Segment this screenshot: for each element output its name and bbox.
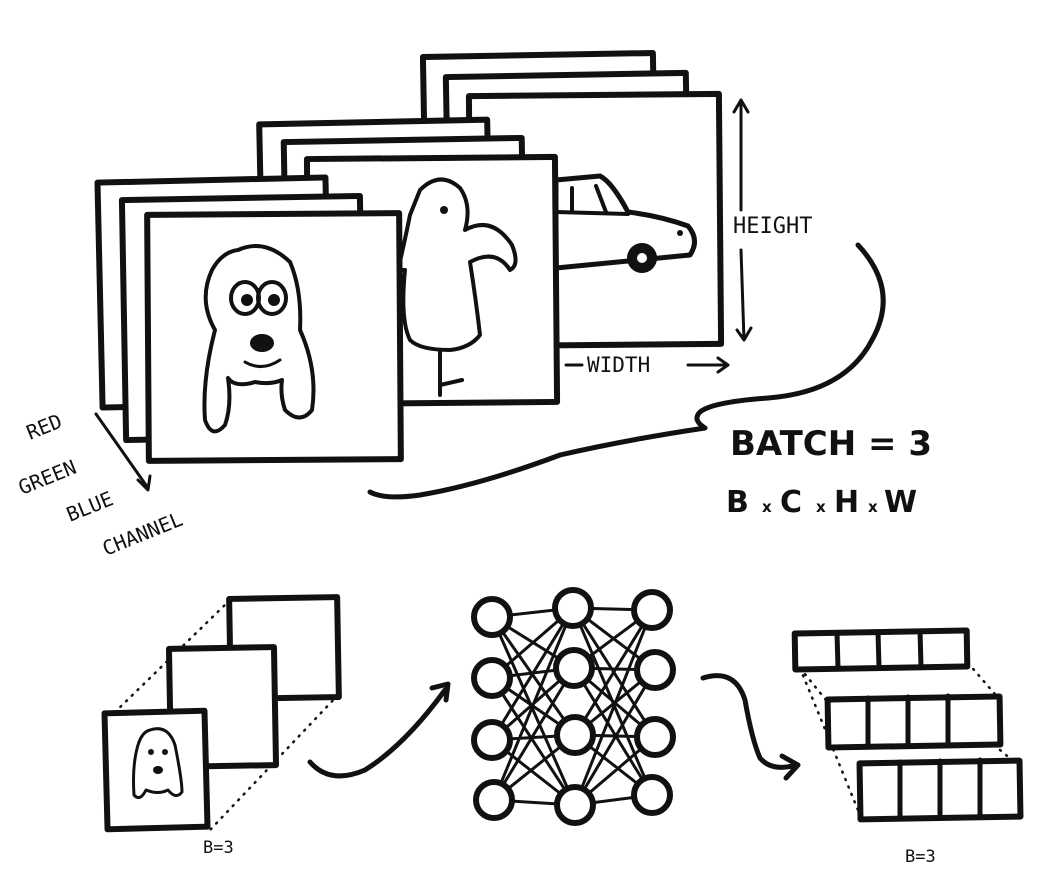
dim-x-1: x (762, 498, 772, 516)
dog-icon (202, 244, 316, 434)
batch-callout-curve (367, 242, 886, 500)
red-label: RED (23, 409, 65, 445)
output-batch: B=3 (791, 627, 1024, 867)
dim-b: B (726, 485, 749, 520)
bird-icon (396, 177, 518, 397)
small-dog-icon (132, 727, 184, 800)
b3-input-label: B=3 (203, 838, 234, 858)
height-dimension: HEIGHT (732, 98, 812, 342)
dim-x-3: x (868, 498, 878, 516)
batch-label: BATCH = 3 (730, 424, 932, 464)
output-vector-2 (824, 693, 1004, 751)
dim-w: W (884, 485, 917, 520)
dim-h: H (834, 485, 859, 520)
width-dimension: WIDTH (564, 353, 730, 377)
arrow-to-network (307, 681, 451, 779)
neural-network-icon (471, 587, 676, 826)
dim-c: C (780, 485, 802, 520)
b3-output-label: B=3 (905, 847, 936, 867)
green-label: GREEN (15, 455, 80, 500)
channel-label: CHANNEL (99, 507, 186, 561)
blue-label: BLUE (63, 486, 117, 526)
output-vector-3 (856, 757, 1024, 823)
channel-arrow (94, 412, 152, 492)
width-label: WIDTH (587, 353, 650, 377)
dims-formula: B x C x H x W (726, 485, 917, 520)
arrow-to-outputs (700, 673, 801, 781)
dog-image-stack (94, 174, 404, 464)
output-vector-1 (791, 627, 971, 673)
dim-x-2: x (816, 498, 826, 516)
height-label: HEIGHT (733, 214, 812, 239)
input-batch: B=3 (101, 594, 342, 858)
